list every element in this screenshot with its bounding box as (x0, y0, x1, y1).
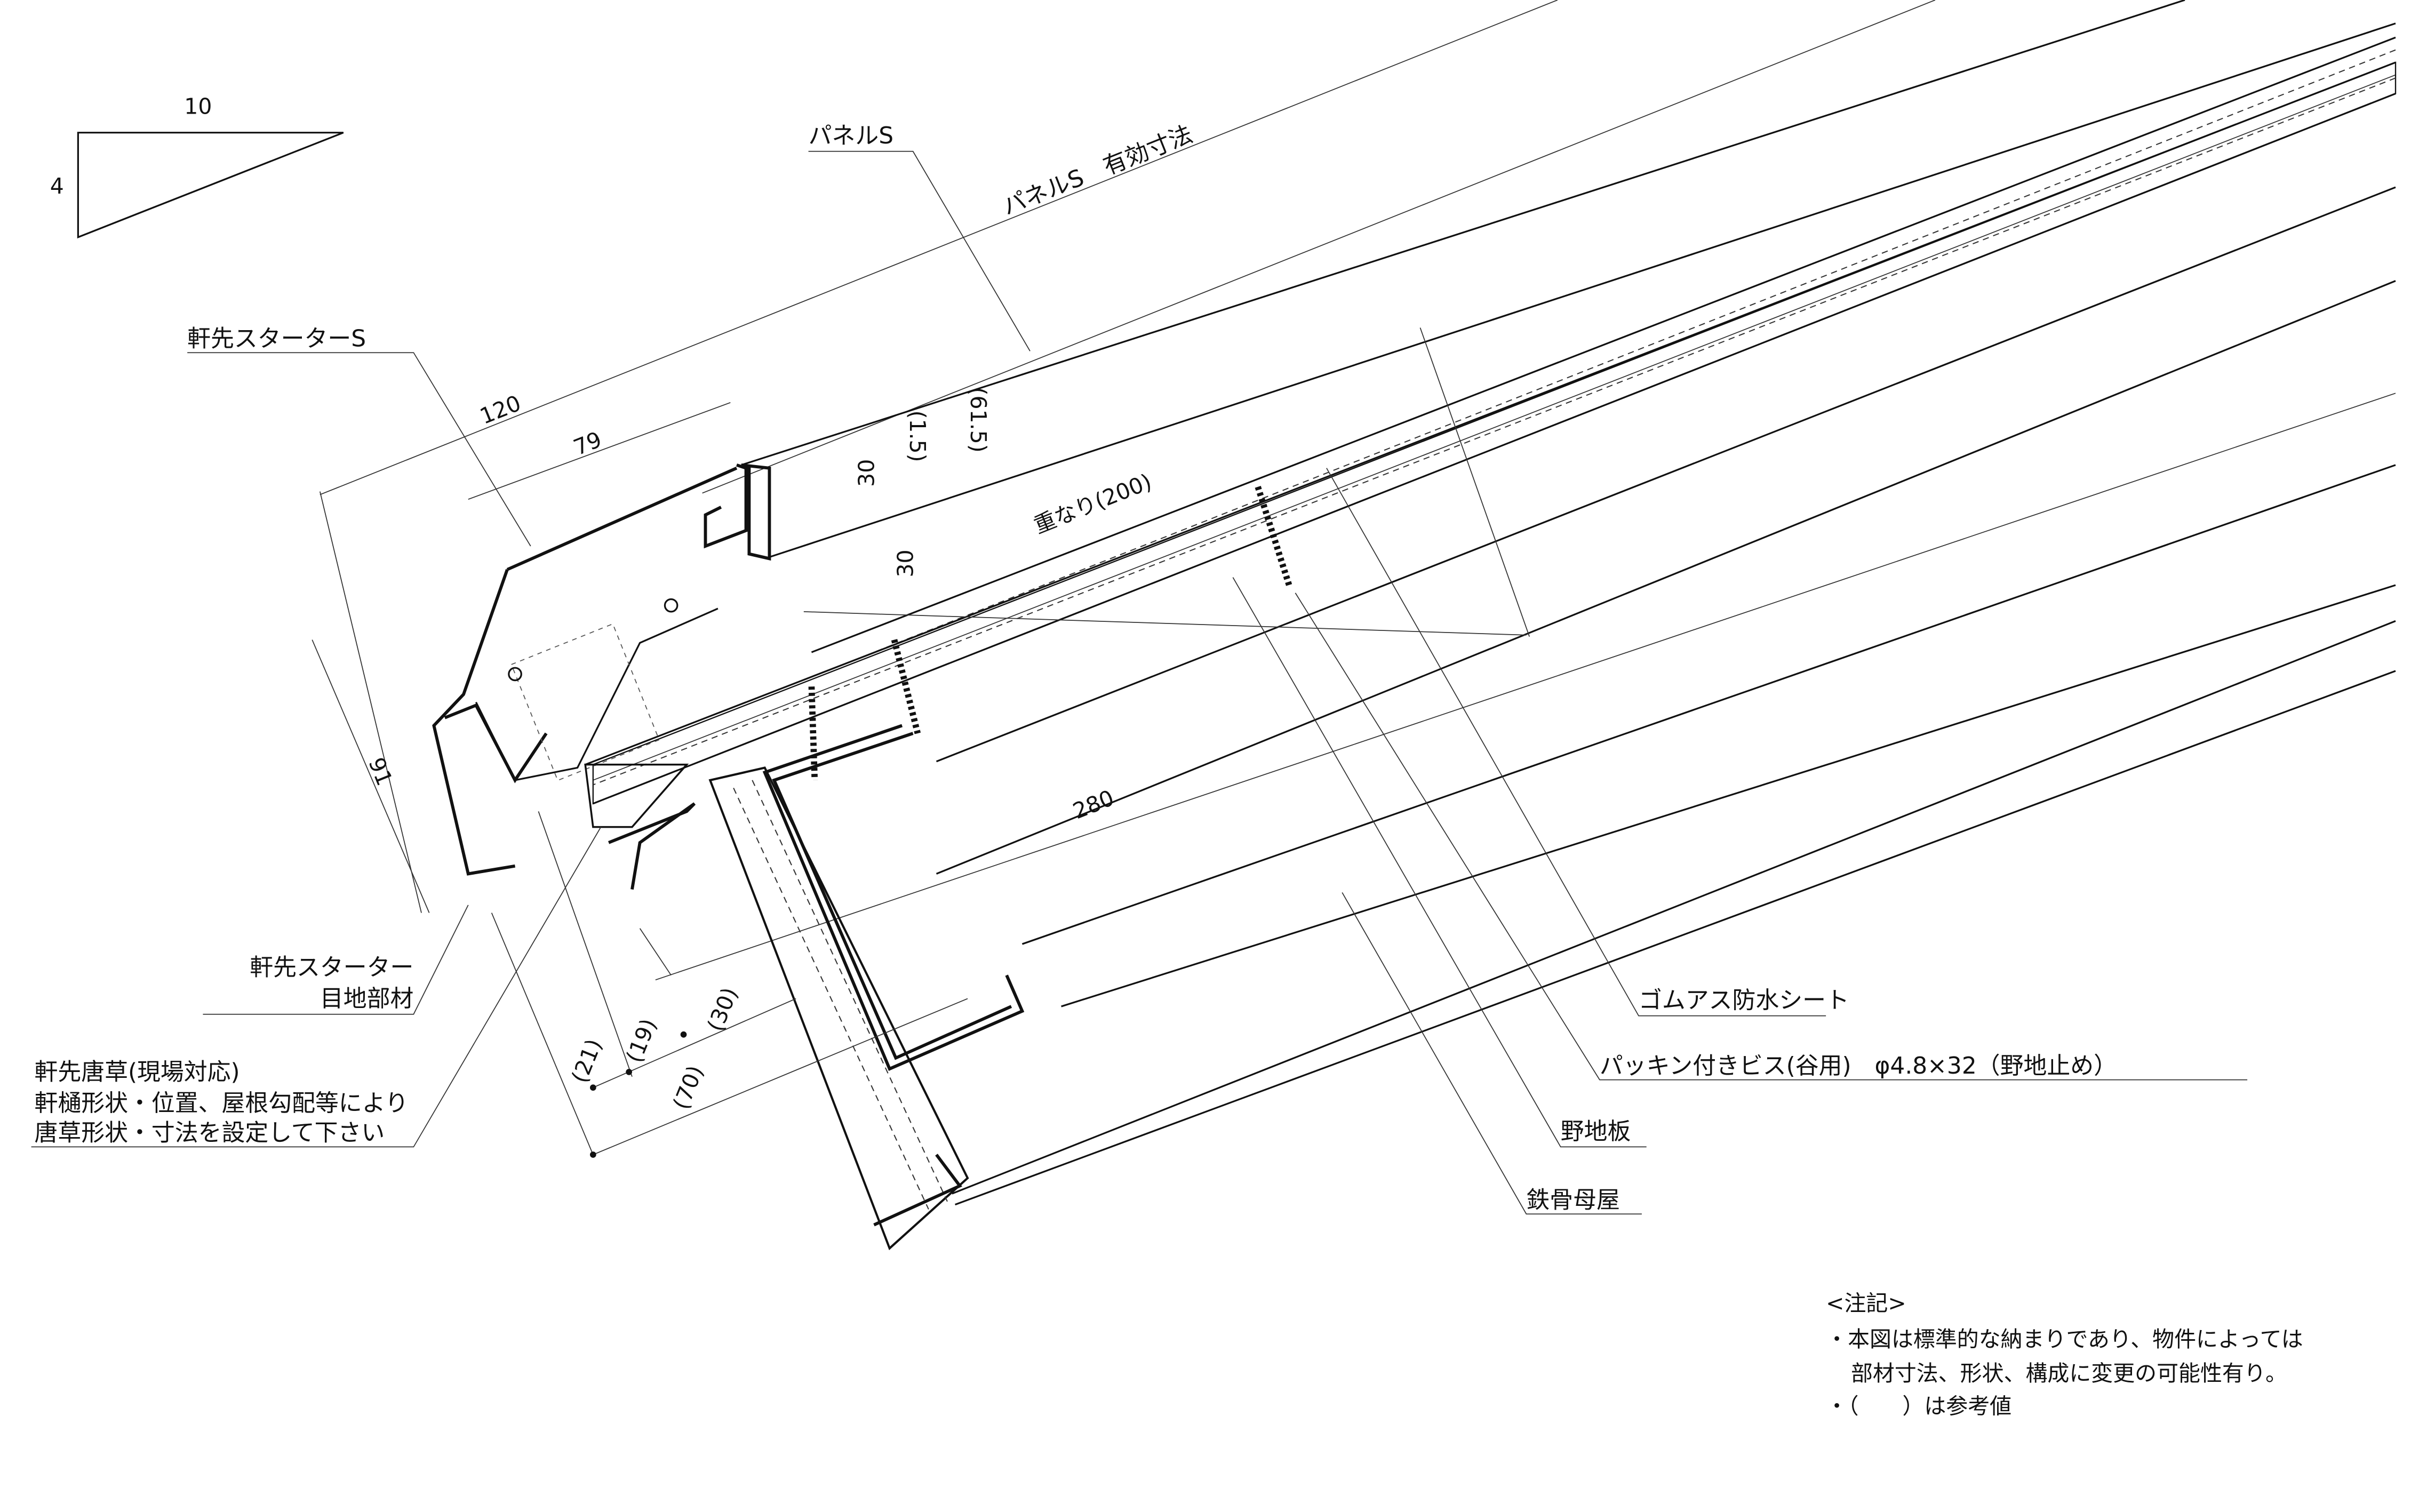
roof-panel-lines (320, 0, 2396, 1206)
dim-21: (21) (566, 1035, 607, 1086)
screw-icon (1255, 486, 1292, 586)
label-starter-joint-2: 目地部材 (320, 985, 413, 1012)
label-packing-screw: パッキン付きビス(谷用) φ4.8×32（野地止め） (1600, 1052, 2117, 1079)
nojiita-board (592, 61, 2397, 805)
dim-70: (70) (668, 1062, 708, 1113)
dim-120: 120 (476, 390, 524, 429)
eave-starter-profile (432, 463, 771, 876)
dim-overlap-200: 重なり(200) (1031, 469, 1155, 539)
slope-indicator: 10 4 (50, 94, 344, 239)
dim-30c: (30) (702, 984, 743, 1035)
dim-1-5: (1.5) (905, 410, 930, 462)
dim-91: 91 (363, 754, 397, 789)
fascia-and-karakusa (584, 763, 969, 1251)
notes-heading: <注記> (1826, 1291, 1906, 1316)
dimension-lines (312, 327, 1530, 1158)
dim-79: 79 (570, 427, 605, 461)
label-karakusa-3: 唐草形状・寸法を設定して下さい (34, 1119, 385, 1147)
label-karakusa-2: 軒樋形状・位置、屋根勾配等により (34, 1090, 408, 1117)
screws (808, 486, 1292, 781)
notes-line-2: 部材寸法、形状、構成に変更の可能性有り。 (1851, 1361, 2287, 1386)
dim-30b: 30 (893, 549, 919, 577)
label-purlin: 鉄骨母屋 (1526, 1186, 1620, 1213)
leader-lines (31, 150, 2248, 1215)
slope-rise-label: 4 (50, 173, 64, 199)
screw-icon (891, 639, 921, 734)
slope-run-label: 10 (184, 94, 212, 119)
dim-280: 280 (1069, 785, 1117, 825)
notes-line-1: ・本図は標準的な納まりであり、物件によっては (1826, 1326, 2303, 1352)
dim-30a: 30 (853, 459, 879, 487)
label-panel-s: パネルS (809, 122, 893, 149)
label-panel-s-effective: パネルS 有効寸法 (999, 121, 1196, 221)
notes-line-3: ・（ ）は参考値 (1826, 1394, 2011, 1419)
dim-61-5: (61.5) (965, 387, 991, 453)
dim-19: (19) (621, 1015, 661, 1066)
label-starter-s: 軒先スターターS (187, 325, 366, 353)
label-karakusa-title: 軒先唐草(現場対応) (34, 1059, 239, 1086)
slope-triangle (77, 132, 344, 239)
label-nojiita: 野地板 (1561, 1118, 1631, 1145)
label-gomuas-sheet: ゴムアス防水シート (1639, 987, 1849, 1014)
label-starter-joint-1: 軒先スターター (250, 954, 413, 981)
steel-purlin (762, 724, 1025, 1227)
notes-block: <注記> ・本図は標準的な納まりであり、物件によっては 部材寸法、形状、構成に変… (1826, 1291, 2303, 1419)
